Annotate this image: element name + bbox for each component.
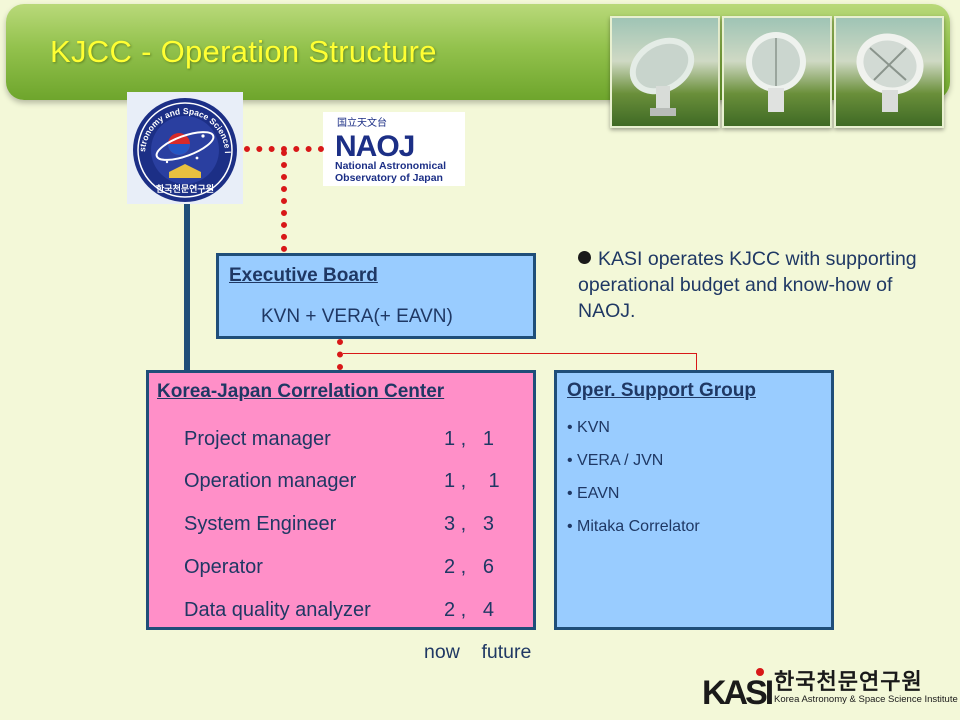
kasi-emblem: Korea Astronomy and Space Science Instit… bbox=[124, 84, 243, 204]
kasi-naoj-dotted-link bbox=[244, 146, 324, 152]
staff-role: Operator bbox=[184, 556, 263, 578]
executive-board-box: Executive Board KVN + VERA(+ EAVN) bbox=[216, 253, 536, 339]
naoj-top-text: 国立天文台 bbox=[337, 116, 387, 129]
kasi-mark-icon: KASI bbox=[702, 668, 772, 712]
operation-note: KASI operates KJCC with supporting opera… bbox=[578, 246, 948, 324]
antenna-photo-2 bbox=[722, 16, 832, 128]
naoj-line2: Observatory of Japan bbox=[335, 172, 443, 184]
page-title: KJCC - Operation Structure bbox=[50, 34, 437, 69]
board-to-kjcc-dotted-link bbox=[337, 339, 343, 370]
staff-role: Project manager bbox=[184, 428, 331, 450]
support-group-title: Oper. Support Group bbox=[567, 380, 756, 401]
kasi-logo-english: Korea Astronomy & Space Science Institut… bbox=[774, 694, 958, 705]
kjcc-box: Korea-Japan Correlation Center Project m… bbox=[146, 370, 536, 630]
kasi-logo-korean: 한국천문연구원 bbox=[774, 669, 923, 694]
antenna-photo-1 bbox=[610, 16, 720, 128]
kjcc-to-support-link bbox=[343, 353, 697, 354]
support-item: • EAVN bbox=[567, 485, 620, 502]
staff-role: System Engineer bbox=[184, 513, 337, 535]
executive-board-members: KVN + VERA(+ EAVN) bbox=[261, 306, 453, 327]
staff-counts: 2 , 6 bbox=[444, 556, 495, 578]
staff-counts: 3 , 3 bbox=[444, 513, 495, 535]
bullet-icon bbox=[578, 251, 591, 264]
staff-role: Operation manager bbox=[184, 470, 357, 492]
staff-counts: 1 , 1 bbox=[444, 428, 495, 450]
kjcc-title: Korea-Japan Correlation Center bbox=[157, 381, 445, 402]
naoj-to-board-dotted-link bbox=[281, 150, 287, 252]
kasi-mark-text: KASI bbox=[702, 674, 772, 712]
staff-counts: 2 , 4 bbox=[444, 599, 495, 621]
naoj-logo: 国立天文台 NAOJ National Astronomical Observa… bbox=[323, 112, 465, 186]
executive-board-title: Executive Board bbox=[229, 265, 378, 286]
support-item: • VERA / JVN bbox=[567, 452, 664, 469]
operation-note-text: KASI operates KJCC with supporting opera… bbox=[578, 248, 917, 322]
staff-counts: 1 , 1 bbox=[444, 470, 500, 492]
columns-legend: now future bbox=[424, 641, 532, 663]
antenna-photo-3 bbox=[834, 16, 944, 128]
kasi-logo: KASI 한국천문연구원 Korea Astronomy & Space Sci… bbox=[700, 664, 958, 716]
support-item: • KVN bbox=[567, 419, 610, 436]
staff-role: Data quality analyzer bbox=[184, 599, 371, 621]
naoj-line1: National Astronomical bbox=[335, 160, 446, 172]
support-item: • Mitaka Correlator bbox=[567, 518, 700, 535]
support-drop-link bbox=[696, 353, 697, 370]
naoj-mark: NAOJ bbox=[335, 130, 414, 163]
kasi-to-kjcc-line bbox=[184, 204, 190, 372]
support-group-box: Oper. Support Group • KVN • VERA / JVN •… bbox=[554, 370, 834, 630]
kasi-emblem-korean: 한국천문연구원 bbox=[156, 183, 214, 195]
